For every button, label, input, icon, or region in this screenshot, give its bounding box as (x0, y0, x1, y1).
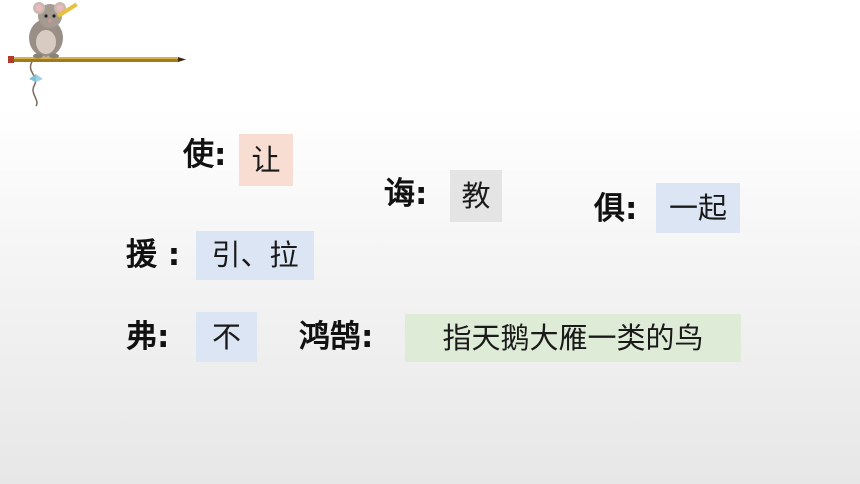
gloss-fu: 不 (196, 312, 257, 362)
gloss-hui: 教 (450, 170, 502, 222)
term-fu: 弗: (126, 319, 170, 355)
gloss-shi: 让 (239, 134, 293, 186)
term-shi: 使: (183, 137, 227, 173)
term-yuan: 援 : (126, 237, 181, 273)
mouse-with-pencil-icon (8, 2, 186, 107)
term-honghu: 鸿鹄: (299, 319, 374, 355)
term-ju: 俱: (594, 191, 638, 227)
gloss-ju: 一起 (656, 183, 740, 233)
gloss-honghu: 指天鹅大雁一类的鸟 (405, 314, 741, 362)
gloss-yuan: 引、拉 (196, 231, 314, 280)
term-hui: 诲: (384, 176, 428, 212)
